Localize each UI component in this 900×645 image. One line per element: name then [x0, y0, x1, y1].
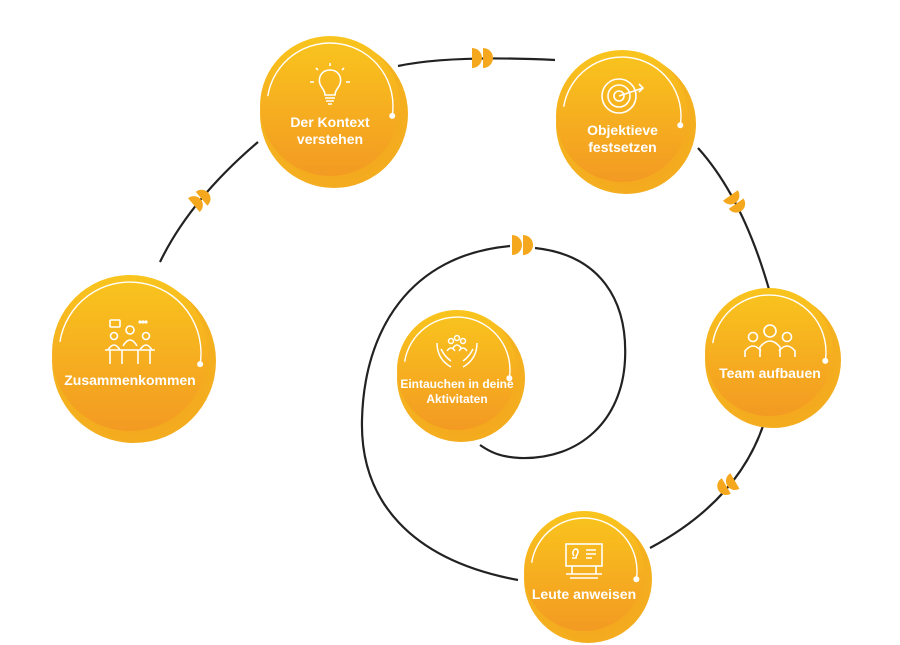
circle-ring-dot [197, 361, 204, 368]
spiral-line [159, 57, 774, 582]
circle-ring [267, 42, 394, 116]
circle-team [705, 288, 841, 428]
marker-inner [512, 235, 533, 255]
circle-ring-dot [389, 112, 396, 119]
circle-zusammenkommen [52, 275, 216, 443]
circle-eintauchen [397, 310, 525, 442]
circle-ring [712, 294, 827, 362]
marker-right [723, 190, 746, 213]
circle-ring [563, 56, 682, 126]
direction-markers [188, 48, 746, 495]
circle-face [556, 50, 688, 182]
circle-ring [59, 281, 202, 365]
circle-ring [530, 517, 638, 580]
circle-face [397, 310, 517, 430]
circle-face [260, 36, 400, 176]
circle-face [52, 275, 208, 431]
circle-ring-dot [822, 357, 829, 364]
circle-kontext [260, 36, 408, 188]
circle-face [524, 511, 644, 631]
circle-face [705, 288, 833, 416]
circle-objektieve [556, 50, 696, 194]
marker-left [188, 189, 211, 213]
marker-bottom-right [717, 473, 740, 495]
circle-ring [403, 316, 511, 379]
marker-top [472, 48, 493, 68]
circle-leute [524, 511, 652, 643]
circle-ring-dot [633, 576, 640, 583]
circle-ring-dot [677, 122, 684, 129]
circle-ring-dot [506, 375, 513, 382]
